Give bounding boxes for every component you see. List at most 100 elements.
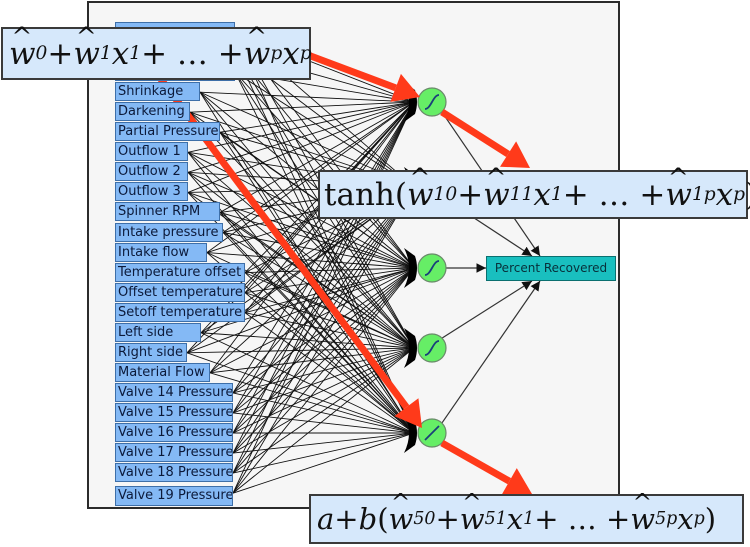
- input-hidden-edge: [189, 101, 415, 113]
- formula-weight-hat: w: [483, 163, 510, 213]
- input-node[interactable]: Valve 18 Pressure: [115, 463, 233, 483]
- formula-subscript: 1: [523, 509, 535, 529]
- hidden-node[interactable]: [417, 253, 447, 283]
- arrow-head: [394, 398, 422, 428]
- output-node-label: Percent Recovered: [494, 261, 608, 275]
- input-node-label: Outflow 3: [118, 184, 181, 200]
- edge-fan-arrowheads: [404, 328, 417, 368]
- input-node-label: Partial Pressure: [118, 124, 219, 140]
- input-hidden-edge: [232, 347, 415, 394]
- formula-variable-x: x: [677, 502, 694, 536]
- formula-weight-hat: w: [460, 489, 485, 536]
- input-hidden-edge: [187, 151, 415, 269]
- input-hidden-edge: [209, 372, 415, 434]
- input-hidden-edge: [244, 292, 415, 349]
- input-node-label: Temperature offset: [118, 264, 242, 280]
- input-node[interactable]: Intake pressure: [115, 222, 223, 242]
- input-hidden-edge: [232, 392, 415, 434]
- edge-fan-arrowheads: [404, 248, 417, 288]
- input-node-label: Spinner RPM: [118, 204, 201, 220]
- input-node[interactable]: Valve 19 Pressure: [115, 486, 233, 507]
- formula-operator: + … +: [534, 502, 631, 536]
- input-node[interactable]: Outflow 2: [115, 162, 188, 182]
- input-hidden-edge: [187, 171, 415, 349]
- input-node[interactable]: Material Flow: [115, 362, 210, 382]
- hidden-node[interactable]: [417, 87, 447, 117]
- input-hidden-edge: [219, 212, 415, 434]
- formula-operator: + … +: [141, 35, 244, 72]
- input-hidden-edge: [187, 152, 415, 434]
- input-hidden-edge: [244, 312, 415, 434]
- input-node-label: Left side: [118, 324, 174, 340]
- output-node-percent-recovered[interactable]: Percent Recovered: [486, 256, 616, 281]
- input-node[interactable]: Valve 15 Pressure: [115, 402, 233, 422]
- input-hidden-edge: [219, 101, 415, 133]
- input-hidden-edge: [232, 186, 415, 394]
- input-hidden-edge: [244, 312, 415, 349]
- formula-operator: +: [47, 35, 74, 72]
- formula-subscript: 10: [433, 184, 458, 205]
- input-node[interactable]: Spinner RPM: [115, 202, 220, 222]
- input-node[interactable]: Left side: [115, 322, 201, 342]
- formula-weight-hat: w: [244, 22, 271, 72]
- input-hidden-edge: [232, 432, 415, 494]
- arrow-shaft: [440, 439, 512, 485]
- input-hidden-edge: [244, 267, 415, 274]
- input-node-label: Valve 17 Pressure: [118, 445, 233, 461]
- input-hidden-edge: [209, 101, 415, 374]
- arrow-to-hidden-node-1: [298, 48, 420, 102]
- arrow-to-tanh-formula: [440, 109, 530, 168]
- formula-weight-hat: w: [407, 163, 434, 213]
- input-hidden-edge: [199, 91, 415, 434]
- input-node[interactable]: Setoff temperature: [115, 302, 245, 322]
- formula-weight-hat: w: [73, 22, 100, 72]
- formula-weight-hat: w: [630, 489, 655, 536]
- hidden-output-edge: [441, 280, 541, 424]
- hidden-node[interactable]: [417, 333, 447, 363]
- input-hidden-edge: [232, 101, 415, 414]
- input-node[interactable]: Darkening: [115, 102, 190, 122]
- input-node-label: Intake flow: [118, 244, 190, 260]
- input-hidden-edge: [232, 432, 415, 454]
- formula-subscript: 5p: [655, 509, 678, 529]
- hidden-layer: [417, 87, 447, 448]
- sigmoid-curve-icon: [424, 260, 440, 276]
- input-node[interactable]: Valve 17 Pressure: [115, 443, 233, 463]
- input-node[interactable]: Temperature offset: [115, 262, 245, 282]
- input-node-label: Valve 15 Pressure: [118, 404, 233, 420]
- hidden-output-edge: [441, 280, 533, 339]
- formula-weight-hat: w: [9, 22, 36, 72]
- formula-variable-x: x: [715, 176, 734, 213]
- formula-weight-hat: w: [389, 489, 414, 536]
- input-node[interactable]: Offset temperature: [115, 282, 245, 302]
- input-node[interactable]: Valve 14 Pressure: [115, 382, 233, 402]
- input-node[interactable]: Right side: [115, 342, 187, 362]
- formula-subscript: 1: [550, 184, 563, 205]
- input-node[interactable]: Outflow 1: [115, 142, 188, 162]
- formula-paren: ): [745, 177, 750, 213]
- formula-symbol-a: a: [317, 502, 335, 536]
- input-node[interactable]: Shrinkage: [115, 82, 200, 102]
- input-hidden-edge: [209, 267, 415, 374]
- hidden-node[interactable]: [417, 418, 447, 448]
- arrow-shaft: [298, 48, 397, 92]
- input-hidden-edge: [222, 232, 415, 434]
- formula-symbol-b: b: [358, 502, 378, 536]
- linear-line-icon: [424, 425, 440, 441]
- formula-weight-hat: w: [665, 163, 692, 213]
- input-hidden-edge: [187, 101, 415, 193]
- formula-subscript: 51: [484, 509, 507, 529]
- formula-subscript: 1: [129, 43, 142, 64]
- input-node[interactable]: Partial Pressure: [115, 122, 220, 142]
- input-node-label: Valve 14 Pressure: [118, 384, 233, 400]
- input-node-label: Valve 16 Pressure: [118, 425, 233, 440]
- formula-operator: +: [435, 502, 460, 536]
- input-node[interactable]: Intake flow: [115, 242, 207, 262]
- input-hidden-edge: [234, 71, 415, 188]
- input-node[interactable]: Valve 16 Pressure: [115, 423, 233, 442]
- input-node[interactable]: Outflow 3: [115, 182, 188, 202]
- input-hidden-edge: [219, 212, 415, 349]
- arrow-head: [390, 73, 420, 102]
